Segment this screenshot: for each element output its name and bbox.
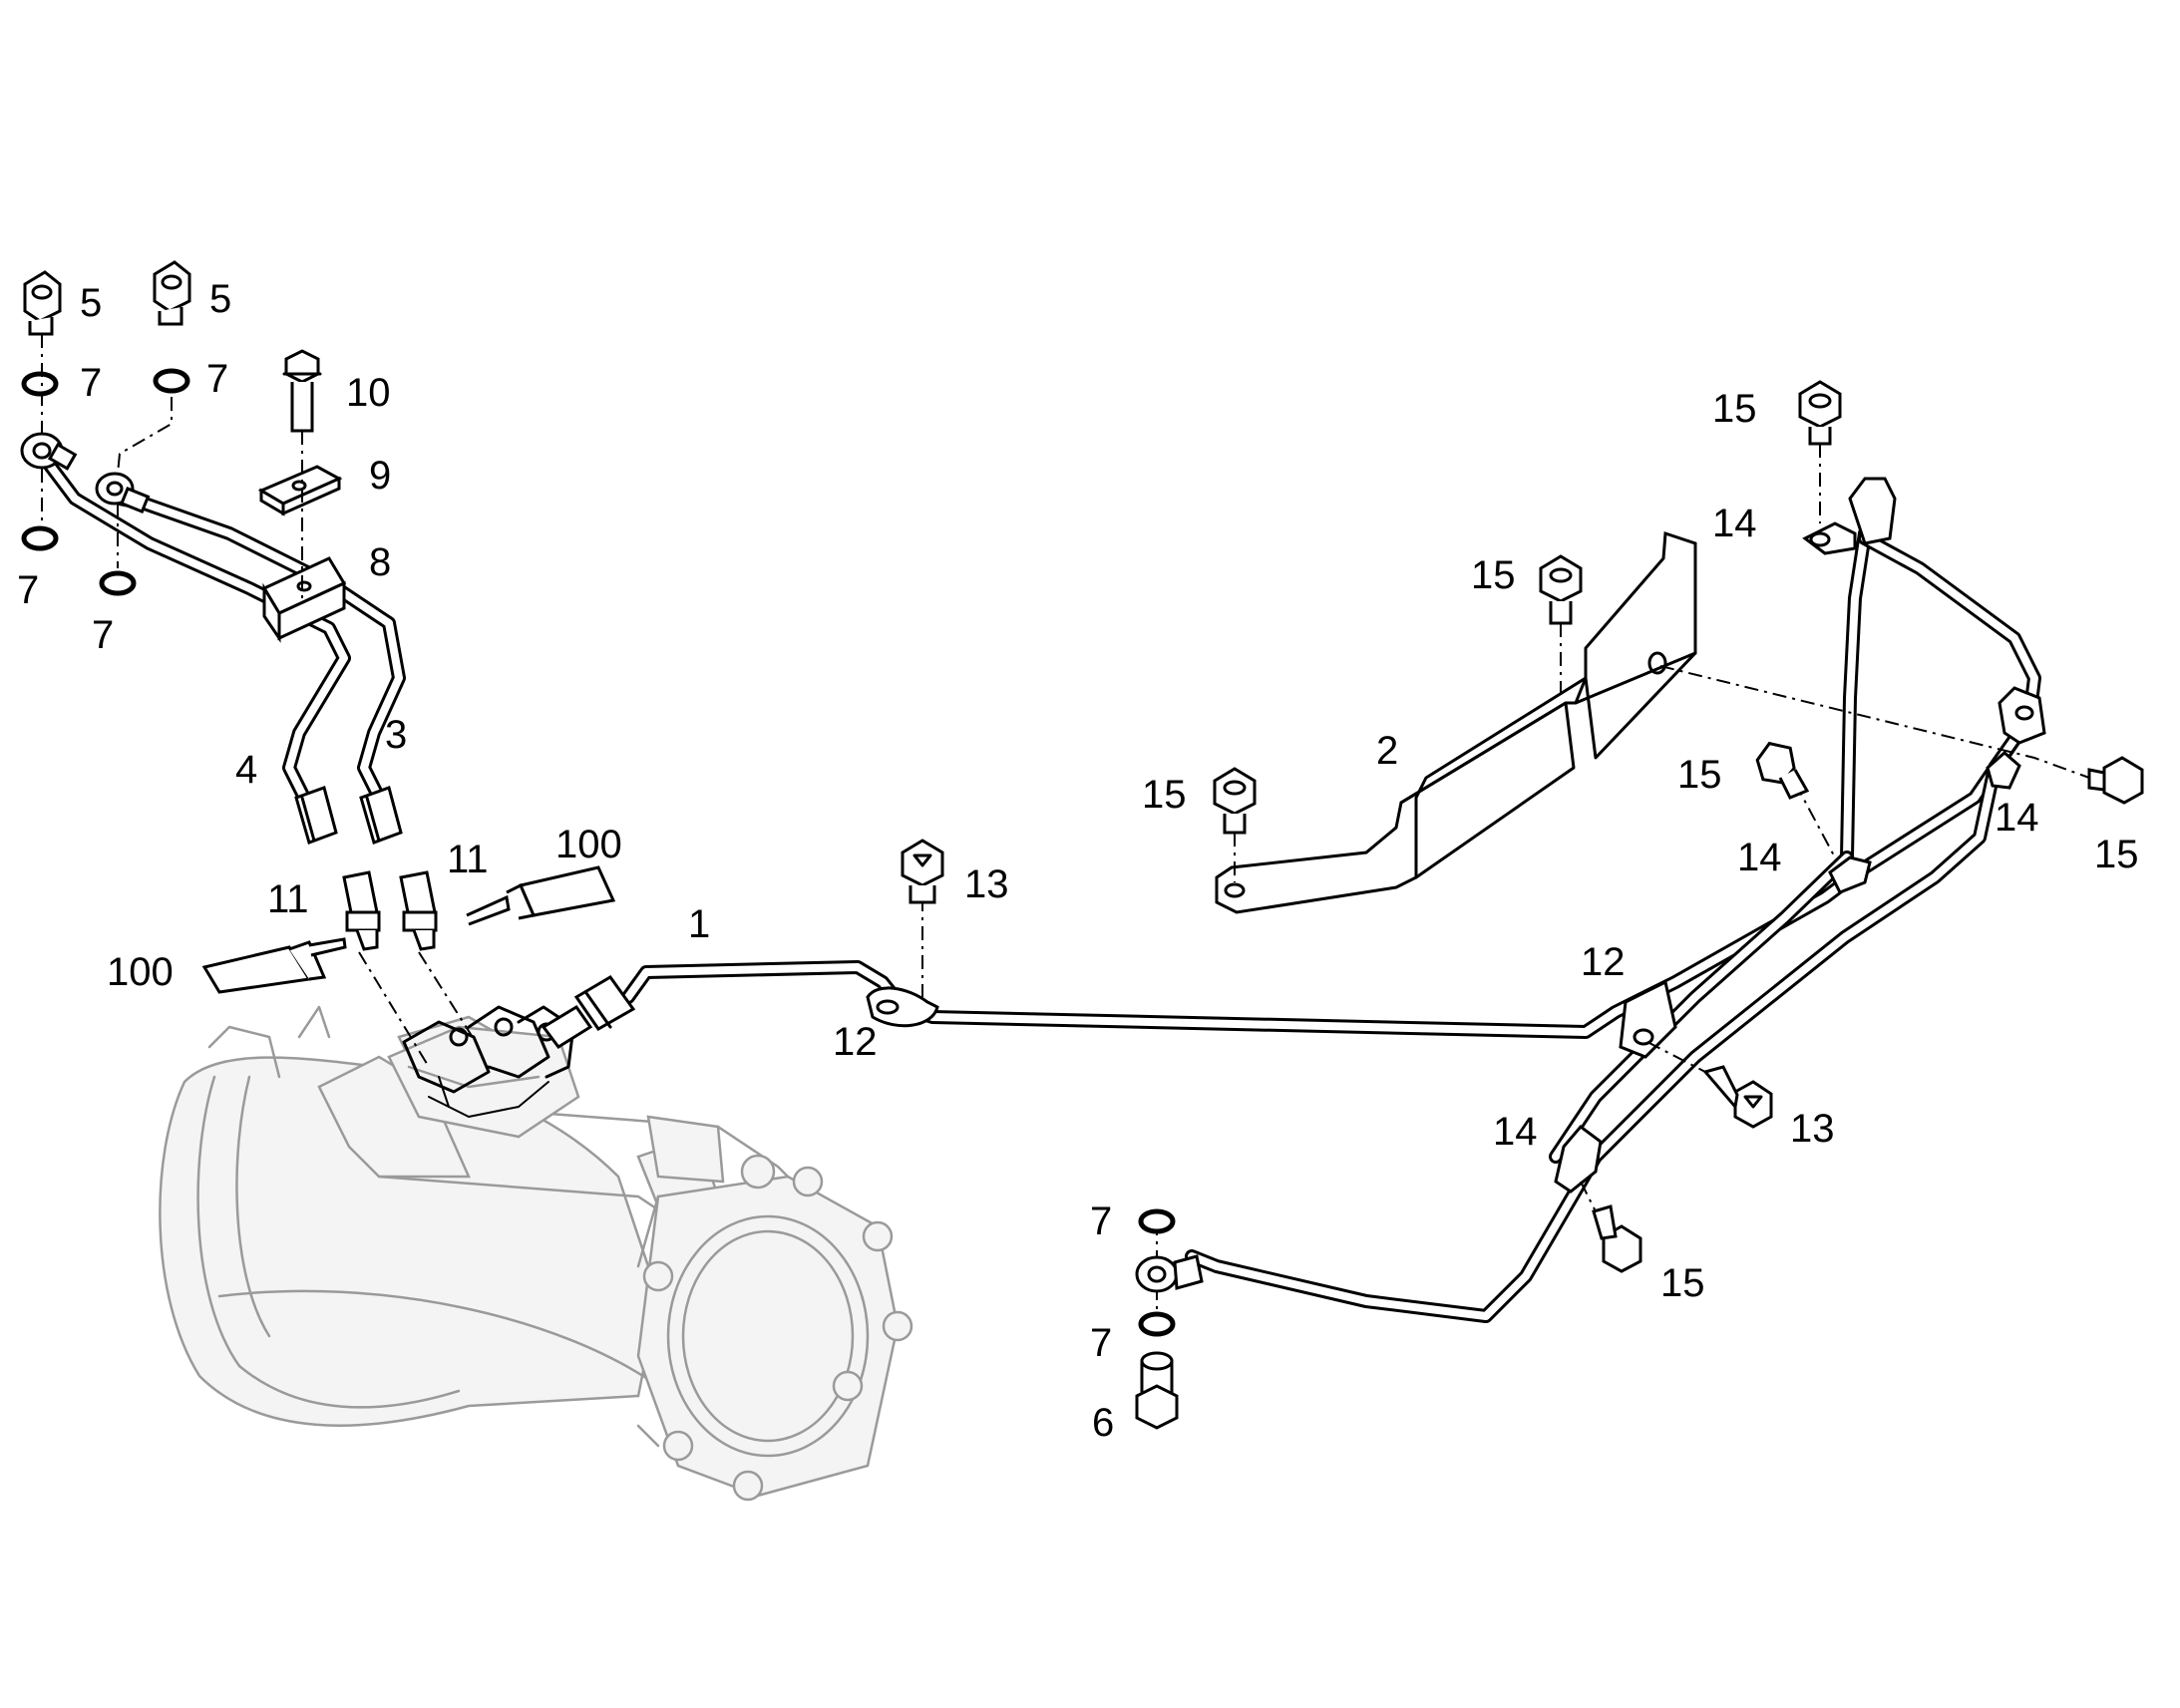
pipe-lower-right [1185,711,2036,1323]
pipe-clip-14d [1986,751,2021,790]
callout-7: 7 [1090,1321,1112,1365]
callout-100: 100 [107,950,174,994]
callout-14: 14 [1712,502,1757,545]
banjo-fitting-lower [1135,1254,1204,1293]
banjo-bolt-left [23,270,62,336]
seal-washer [21,371,59,397]
callout-10: 10 [346,371,391,415]
callout-8: 8 [369,540,391,584]
callout-13: 13 [964,862,1009,906]
flange-bolt-bracket-top [1539,554,1583,625]
pipe-3 [113,492,406,805]
callout-12: 12 [1581,940,1626,984]
seal-washer [153,368,190,394]
callout-15: 15 [2094,833,2139,876]
pipe-cross-right [1549,851,1854,1164]
leader-lines-left [41,334,480,1068]
callout-2: 2 [1376,729,1398,773]
callout-5: 5 [209,277,231,321]
callout-13: 13 [1790,1107,1835,1151]
pipe-nut-3 [359,786,403,845]
banjo-fitting-left [20,432,78,471]
seal-washer [1138,1311,1176,1337]
pipe-fitting-mid-right [1998,686,2046,745]
clamp-bolt [282,349,322,433]
sealant-tube-right [466,865,616,926]
banjo-fitting-right [95,472,151,514]
callout-7: 7 [206,357,228,401]
flange-bolt-right [2087,756,2144,805]
pipe-nut-4 [294,786,338,845]
callout-15: 15 [1660,1261,1705,1305]
seal-washer [99,570,137,596]
seal-washer [1138,1208,1176,1234]
flange-bolt-lower [1592,1204,1642,1273]
callout-14: 14 [1995,796,2039,840]
hex-socket-bolt-lower [1702,1065,1773,1129]
callout-7: 7 [80,361,102,405]
seal-washer [21,525,59,551]
flange-bolt-top [1798,380,1842,446]
pipe-clamp [261,556,347,643]
callout-100: 100 [555,823,622,866]
adapter-right [399,870,438,951]
callout-7: 7 [17,568,39,612]
pipe-upper-right-a [1833,507,1892,874]
callout-labels: 5 5 7 7 7 7 10 9 8 4 3 11 11 100 100 1 1… [17,277,2139,1445]
hollow-bolt [1135,1351,1179,1430]
sealant-tube-left [201,937,347,994]
callout-15: 15 [1471,553,1516,597]
hex-socket-bolt-upper [901,839,944,904]
pipe-clip-14b [1828,855,1872,894]
callout-15: 15 [1677,753,1722,797]
rubber-pad [257,465,343,516]
callout-15: 15 [1712,387,1757,431]
mounting-bracket [1215,530,1697,914]
callout-11: 11 [447,838,489,881]
callout-3: 3 [385,713,407,757]
pipe-1-end-nut [541,975,636,1050]
callout-15: 15 [1142,773,1187,817]
callout-11: 11 [267,877,309,921]
flange-bolt-bracket-left [1213,767,1257,835]
callout-1: 1 [688,902,710,946]
pipe-clip-14a [1802,521,1857,555]
pipe-4 [38,452,351,805]
banjo-bolt-right [153,260,191,326]
callout-14: 14 [1737,836,1782,879]
pipe-upper-right-b [1858,531,2041,725]
pipe-clip-14c [1554,1124,1603,1194]
adapter-left [342,870,381,951]
callout-7: 7 [92,613,114,657]
pipe-clip-left [866,986,939,1028]
pipe-clip-right [1619,979,1677,1059]
callout-14: 14 [1493,1110,1538,1154]
flange-bolt-mid [1755,741,1810,800]
pipe-end-cap-upper [1848,477,1897,545]
callout-4: 4 [235,748,257,792]
callout-5: 5 [80,281,102,325]
gearbox-housing [159,1005,913,1502]
callout-7: 7 [1090,1199,1112,1243]
callout-6: 6 [1092,1401,1114,1445]
callout-12: 12 [833,1020,878,1064]
callout-9: 9 [369,454,391,498]
